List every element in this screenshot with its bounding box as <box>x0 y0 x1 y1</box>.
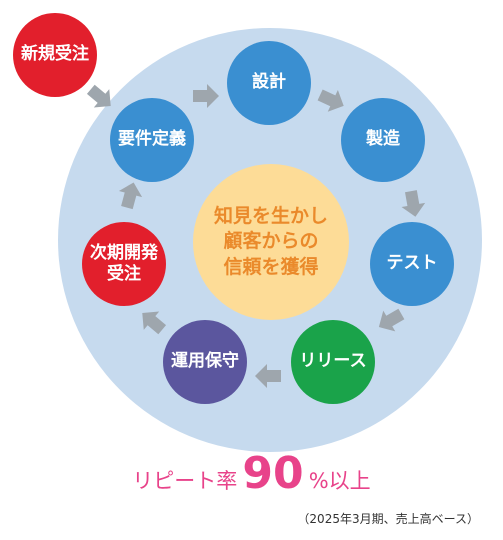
repeat-rate-label: リピート率 <box>132 469 238 493</box>
node-label: リリース <box>299 351 367 372</box>
flow-arrow-icon <box>142 311 167 335</box>
node-label: 新規受注 <box>21 44 89 65</box>
flow-arrow-icon <box>193 84 219 108</box>
repeat-rate-suffix: %以上 <box>308 469 371 493</box>
node-label: テスト <box>386 253 438 274</box>
flow-arrow-icon <box>378 308 405 332</box>
node-test: テスト <box>370 222 454 306</box>
node-shinki: 新規受注 <box>13 13 97 97</box>
node-yoken: 要件定義 <box>110 98 194 182</box>
center-circle: 知見を生かし顧客からの信頼を獲得 <box>193 164 349 320</box>
node-unyo: 運用保守 <box>163 320 247 404</box>
node-seizo: 製造 <box>341 98 425 182</box>
node-jiki: 次期開発受注 <box>82 222 166 306</box>
node-label: 要件定義 <box>118 129 186 150</box>
repeat-rate: リピート率 90 %以上 <box>0 448 503 499</box>
node-release: リリース <box>291 320 375 404</box>
center-text: 知見を生かし顧客からの信頼を獲得 <box>213 204 328 278</box>
node-label: 運用保守 <box>171 351 239 372</box>
flow-arrow-icon <box>86 84 111 108</box>
node-label: 設計 <box>252 72 286 93</box>
flow-arrow-icon <box>317 89 344 112</box>
node-kikaku: 設計 <box>227 41 311 125</box>
node-label: 次期開発受注 <box>90 242 158 284</box>
footnote: （2025年3月期、売上高ベース） <box>297 512 479 526</box>
flow-arrow-icon <box>118 182 143 210</box>
arrows <box>86 84 426 388</box>
node-label: 製造 <box>366 129 400 150</box>
flow-arrow-icon <box>255 364 281 388</box>
repeat-rate-value: 90 <box>242 448 304 499</box>
flow-arrow-icon <box>401 190 426 217</box>
